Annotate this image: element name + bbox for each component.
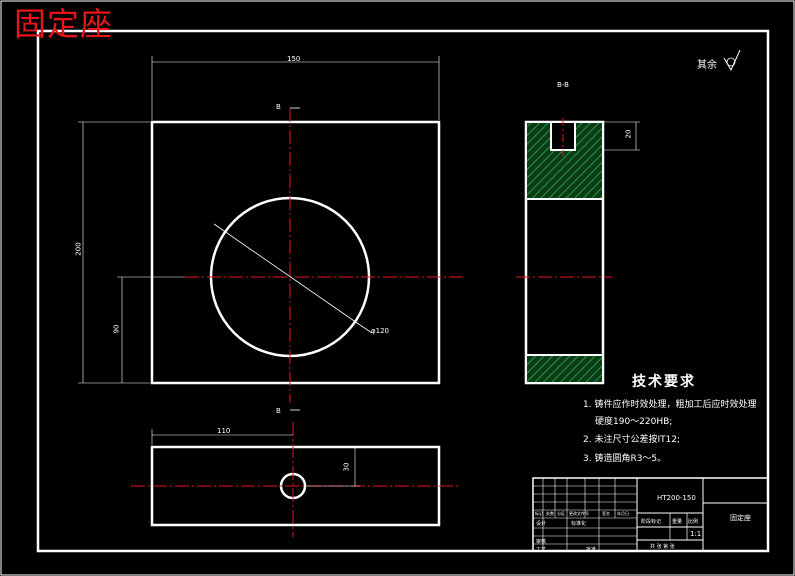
front-view [78, 56, 463, 411]
designer-label: 设计 [536, 521, 547, 527]
roughness-symbol [723, 49, 741, 72]
requirement-2: 2. 未注尺寸公差按IT12; [583, 435, 681, 445]
process-label: 工艺 [536, 547, 547, 553]
width-dimension: 150 [287, 55, 301, 63]
material-label: HT200-150 [657, 494, 696, 502]
technical-requirements-title: 技术要求 [632, 374, 696, 390]
section-label-view: B-B [557, 81, 569, 89]
stage-label: 阶段标记 [641, 519, 662, 525]
diameter-leader [213, 223, 361, 326]
review-label: 审核 [536, 539, 547, 545]
section-view [516, 118, 640, 385]
tb-row-label-4: 签名 [602, 511, 610, 516]
height-dimension: 200 [74, 242, 83, 256]
tb-row-label-2: 分区 [557, 511, 565, 516]
title-block [532, 477, 769, 552]
tb-row-label-1: 处数 [546, 511, 554, 516]
bottom-width-dimension: 110 [217, 427, 231, 435]
tb-row-label-3: 更改文件号 [569, 511, 589, 516]
sheet-label: 共 张 第 张 [650, 544, 675, 550]
section-label-bottom: B [276, 407, 281, 415]
front-view-outline [150, 120, 441, 385]
diameter-dimension: φ120 [371, 327, 389, 335]
top-view [131, 422, 460, 537]
requirement-1-cont: 硬度190～220HB; [595, 417, 673, 427]
section-label-top: B [276, 103, 281, 111]
diameter-leader-tail [359, 324, 373, 334]
std-label: 标准化 [571, 521, 587, 527]
requirement-3: 3. 铸造圆角R3～5。 [583, 454, 667, 464]
offset-dimension: 30 [342, 462, 351, 472]
scale-label: 比例 [688, 519, 699, 525]
inner-border [36, 29, 770, 553]
tb-row-label-5: 年月日 [617, 511, 629, 516]
tb-row-label-0: 标记 [535, 511, 543, 516]
drawing-title: 固定座 [14, 5, 114, 43]
tb-left-grid [533, 478, 637, 551]
lower-hatch [527, 356, 602, 382]
approve-label: 批准 [586, 547, 597, 553]
roughness-note: 其余 [697, 60, 717, 71]
requirement-1: 1. 铸件应作时效处理，粗加工后应时效处理 [583, 400, 757, 410]
part-name-label: 固定座 [730, 514, 751, 522]
scale-value: 1:1 [690, 530, 702, 538]
weight-label: 重量 [672, 519, 683, 525]
hole-height-dimension: 90 [112, 324, 121, 334]
title-block-frame [532, 477, 769, 552]
depth-dimension: 20 [624, 129, 633, 139]
